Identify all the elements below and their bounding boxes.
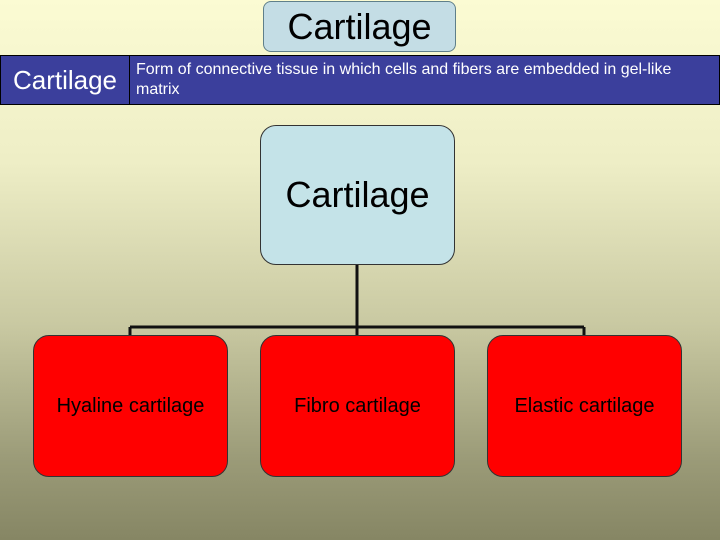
child-node-hyaline: Hyaline cartilage	[33, 335, 228, 477]
definition-text: Form of connective tissue in which cells…	[130, 55, 720, 105]
child-node-elastic: Elastic cartilage	[487, 335, 682, 477]
slide-title: Cartilage	[263, 1, 456, 52]
definition-term: Cartilage	[0, 55, 130, 105]
definition-row: Cartilage Form of connective tissue in w…	[0, 55, 720, 105]
child-node-fibro: Fibro cartilage	[260, 335, 455, 477]
root-node-cartilage: Cartilage	[260, 125, 455, 265]
